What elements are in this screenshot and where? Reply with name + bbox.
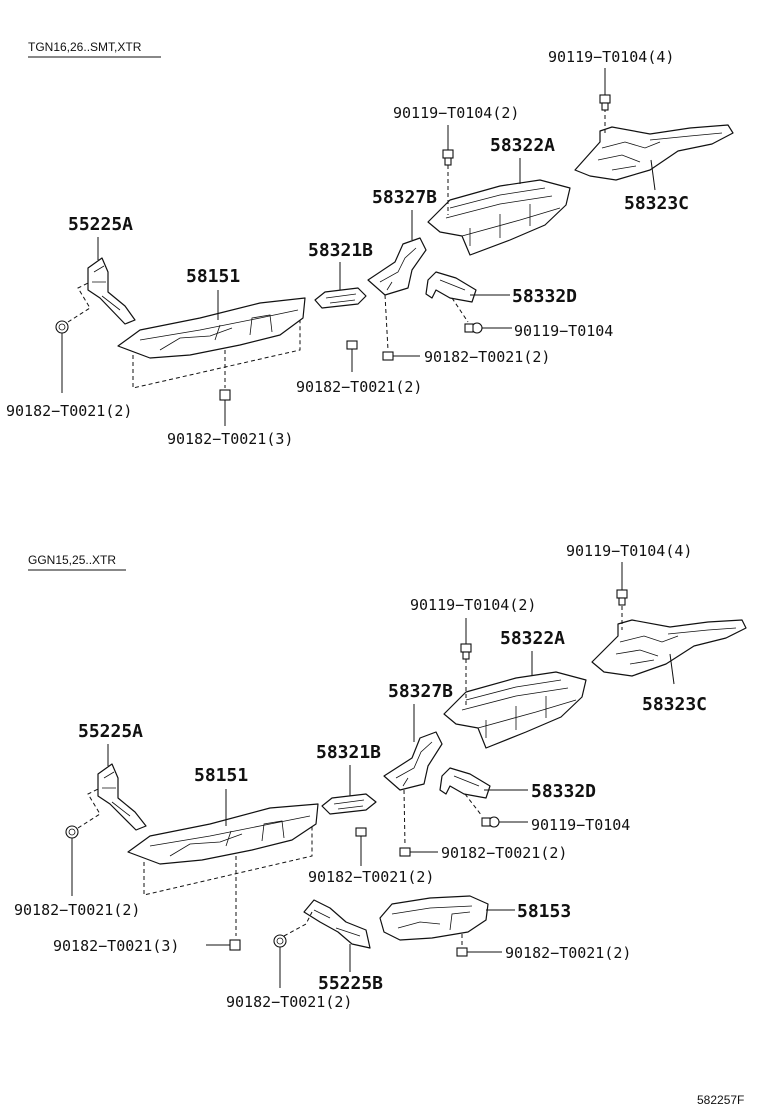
s1-c2a-label: 90182−T0021(2) — [6, 402, 132, 420]
s1-c3-label: 90182−T0021(3) — [167, 430, 293, 448]
s2-clip-dash — [403, 789, 406, 847]
s2-clip-58321B[interactable] — [355, 827, 367, 837]
section-2: GGN15,25..XTR 90119−T0104(4) 58323C 5832… — [14, 542, 747, 1011]
part-58322A[interactable] — [427, 179, 571, 256]
section-1-title: TGN16,26..SMT,XTR — [28, 40, 142, 54]
part-55225A[interactable] — [87, 257, 136, 325]
part-55225A-2[interactable] — [97, 763, 147, 831]
s1-58327B-label: 58327B — [372, 187, 437, 208]
s1-clip-58327B[interactable] — [382, 351, 394, 361]
s1-58323C-label: 58323C — [624, 193, 689, 214]
part-58151-2[interactable] — [127, 803, 319, 865]
s1-bolt1-dash — [451, 297, 469, 323]
s2-bolt1-label: 90119−T0104 — [531, 816, 630, 834]
s2-c2b-label: 90182−T0021(2) — [441, 844, 567, 862]
s1-55225A-dash — [67, 281, 91, 323]
s2-58321B-label: 58321B — [316, 742, 381, 763]
s1-c2b-label: 90182−T0021(2) — [424, 348, 550, 366]
s2-c2a-label: 90182−T0021(2) — [14, 901, 140, 919]
part-58322A-2[interactable] — [443, 671, 587, 749]
s2-55225B-dash — [283, 911, 313, 937]
s2-clip-58153[interactable] — [456, 947, 468, 957]
s2-58153-label: 58153 — [517, 901, 571, 922]
s2-bolt-2[interactable] — [460, 643, 472, 660]
s2-clip-55225B[interactable] — [273, 934, 287, 948]
s2-55225A-label: 55225A — [78, 721, 143, 742]
section-1: TGN16,26..SMT,XTR 90119−T0104(4) 58323C … — [6, 40, 734, 448]
s1-bolt4-label: 90119−T0104(4) — [548, 48, 674, 66]
s2-bolt-4[interactable] — [616, 589, 628, 606]
section-2-title: GGN15,25..XTR — [28, 553, 116, 567]
part-58153[interactable] — [379, 895, 489, 941]
part-58321B[interactable] — [314, 287, 367, 309]
s2-55225B-label: 55225B — [318, 973, 383, 994]
s1-bolt-4[interactable] — [599, 94, 611, 111]
s2-58151-dash — [143, 826, 313, 896]
diagram-code: 582257F — [697, 1093, 744, 1107]
s2-55225A-dash — [77, 787, 101, 829]
s1-clip-58321B[interactable] — [346, 340, 358, 350]
s1-c2c-label: 90182−T0021(2) — [296, 378, 422, 396]
s2-bolt2-label: 90119−T0104(2) — [410, 596, 536, 614]
s1-55225A-label: 55225A — [68, 214, 133, 235]
s2-clip-58151[interactable] — [229, 939, 241, 951]
s1-58323C-leader — [650, 159, 656, 191]
s2-c2e-label: 90182−T0021(2) — [226, 993, 352, 1011]
s1-bolt-2[interactable] — [442, 149, 454, 166]
s1-clip-55225A[interactable] — [55, 320, 69, 334]
s1-58322A-label: 58322A — [490, 135, 555, 156]
s2-c2c-label: 90182−T0021(2) — [308, 868, 434, 886]
s1-58151-dash — [132, 320, 301, 389]
s2-c2d-label: 90182−T0021(2) — [505, 944, 631, 962]
s1-bolt-1[interactable] — [464, 322, 483, 334]
part-58327B-2[interactable] — [383, 731, 443, 791]
part-58151[interactable] — [117, 297, 306, 359]
s2-58327B-label: 58327B — [388, 681, 453, 702]
s2-clip-55225A[interactable] — [65, 825, 79, 839]
s2-bolt1-dash — [464, 793, 483, 817]
part-58332D[interactable] — [425, 271, 477, 303]
part-58323C[interactable] — [574, 124, 734, 181]
s1-bolt1-label: 90119−T0104 — [514, 322, 613, 340]
s2-58323C-label: 58323C — [642, 694, 707, 715]
part-58332D-2[interactable] — [439, 767, 491, 799]
part-58327B[interactable] — [367, 237, 427, 296]
s1-58151-label: 58151 — [186, 266, 240, 287]
s2-bolt-1[interactable] — [481, 816, 500, 828]
s2-c3-label: 90182−T0021(3) — [53, 937, 179, 955]
s2-bolt4-label: 90119−T0104(4) — [566, 542, 692, 560]
part-58321B-2[interactable] — [321, 793, 377, 815]
s1-bolt2-label: 90119−T0104(2) — [393, 104, 519, 122]
s1-58321B-label: 58321B — [308, 240, 373, 261]
s2-58322A-label: 58322A — [500, 628, 565, 649]
part-58323C-2[interactable] — [591, 619, 747, 677]
s2-58323C-leader — [669, 653, 675, 685]
part-55225B[interactable] — [303, 899, 371, 949]
s1-58332D-label: 58332D — [512, 286, 577, 307]
s2-clip-58327B[interactable] — [399, 847, 411, 857]
s2-58332D-label: 58332D — [531, 781, 596, 802]
s2-58151-label: 58151 — [194, 765, 248, 786]
s1-clip-58151[interactable] — [219, 389, 231, 401]
s1-clip-dash — [384, 294, 389, 351]
